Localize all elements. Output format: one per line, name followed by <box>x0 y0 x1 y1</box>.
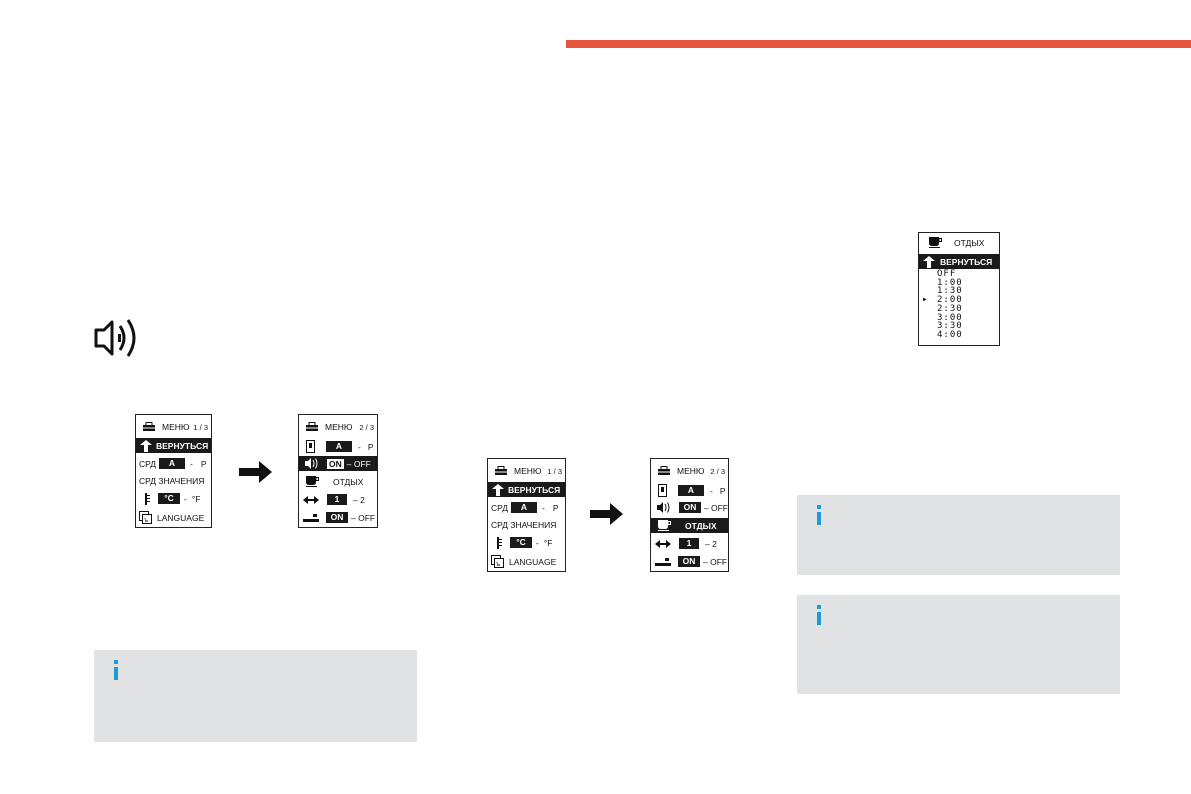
back-arrow-icon <box>492 483 504 496</box>
double-arrow-icon <box>303 495 319 504</box>
page-indicator: 1 / 3 <box>547 467 562 476</box>
srd-mode-a: A <box>159 458 185 469</box>
info-note-box <box>94 650 417 742</box>
svg-text:ъ: ъ <box>144 517 148 524</box>
double-arrow-icon <box>655 539 671 548</box>
display-menu-page-2-second: МЕНЮ 2 / 3 A - P ON – OFF ОТДЫХ 1 – 2 ON… <box>650 458 729 572</box>
back-arrow-icon <box>140 439 152 452</box>
speaker-icon <box>657 502 670 513</box>
srd-label: СРД <box>491 502 508 513</box>
back-item: ВЕРНУТЬСЯ <box>940 256 993 267</box>
back-item: ВЕРНУТЬСЯ <box>508 484 561 495</box>
right-arrow-icon <box>239 461 272 483</box>
display-rest-menu: ОТДЫХ ВЕРНУТЬСЯ OFF1:001:302:002:303:003… <box>918 232 1000 346</box>
toolbox-icon <box>495 465 507 475</box>
info-icon <box>817 605 821 625</box>
seat-belt-icon <box>655 557 671 566</box>
toolbox-icon <box>306 421 318 431</box>
rest-option: 2:30 <box>937 303 963 314</box>
display-menu-page-1: МЕНЮ 1 / 3 ВЕРНУТЬСЯ СРД A - P СРД ЗНАЧЕ… <box>135 414 212 528</box>
rest-item: ОТДЫХ <box>685 520 717 531</box>
door-icon <box>658 484 667 497</box>
toolbox-icon <box>143 421 155 431</box>
page-indicator: 2 / 3 <box>710 467 725 476</box>
seat-belt-icon <box>303 513 319 522</box>
back-item: ВЕРНУТЬСЯ <box>156 440 209 451</box>
coffee-cup-icon <box>306 476 319 487</box>
coffee-cup-icon <box>658 520 671 531</box>
door-icon <box>306 440 315 453</box>
page-indicator: 2 / 3 <box>359 423 374 432</box>
menu-title: МЕНЮ <box>677 465 705 476</box>
rest-item: ОТДЫХ <box>333 476 364 487</box>
rest-option: 1:00 <box>937 277 963 288</box>
srd-values: СРД ЗНАЧЕНИЯ <box>139 475 205 486</box>
srd-label: СРД <box>139 458 156 469</box>
rest-option: 2:00 <box>919 296 999 305</box>
menu-title: МЕНЮ <box>514 465 542 476</box>
info-icon <box>114 660 118 680</box>
unit-celsius: °C <box>158 493 180 504</box>
display-menu-page-1-second: МЕНЮ 1 / 3 ВЕРНУТЬСЯ СРД A - P СРД ЗНАЧЕ… <box>487 458 566 572</box>
rest-option: 3:00 <box>937 312 963 323</box>
info-icon <box>817 505 821 525</box>
menu-title: МЕНЮ <box>162 421 190 432</box>
display-menu-page-2: МЕНЮ 2 / 3 A - P ON – OFF ОТДЫХ 1 – 2 ON… <box>298 414 378 528</box>
language-icon: ъ <box>491 555 504 568</box>
language-item: LANGUAGE <box>157 512 205 523</box>
rest-option: 1:30 <box>937 286 963 297</box>
svg-text:ъ: ъ <box>496 561 500 568</box>
coffee-cup-icon <box>929 237 942 248</box>
info-note-box <box>797 595 1120 694</box>
language-item: LANGUAGE <box>509 556 557 567</box>
unit-fahrenheit: °F <box>191 493 201 504</box>
speaker-icon <box>305 458 318 469</box>
back-arrow-icon <box>923 255 935 268</box>
section-accent-bar <box>566 40 1191 48</box>
toolbox-icon <box>658 465 670 475</box>
rest-option: 3:30 <box>937 321 963 332</box>
thermometer-icon <box>145 492 150 505</box>
rest-title: ОТДЫХ <box>954 237 985 248</box>
sound-signal-icon <box>94 319 136 357</box>
menu-title: МЕНЮ <box>325 421 353 432</box>
rest-option: 4:00 <box>937 329 963 340</box>
right-arrow-icon <box>590 503 623 525</box>
rest-option: OFF <box>937 269 957 279</box>
page-indicator: 1 / 3 <box>193 423 208 432</box>
thermometer-icon <box>497 536 502 549</box>
srd-values: СРД ЗНАЧЕНИЯ <box>491 519 557 530</box>
info-note-box <box>797 495 1120 575</box>
language-icon: ъ <box>139 511 152 524</box>
